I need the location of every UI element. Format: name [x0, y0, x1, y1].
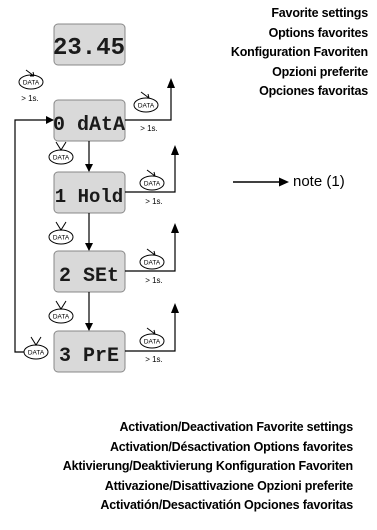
lcd-menu-pre-display: 3 PrE [53, 330, 126, 373]
lcd-menu-hold-text: 1 Hold [55, 186, 123, 208]
footer-line-italian: Attivazione/Disattivazione Opzioni prefe… [104, 478, 353, 493]
lcd-time-text: 23.45 [53, 35, 125, 62]
title-german: Konfiguration Favoriten [230, 45, 368, 59]
data-key-label: DATA [53, 155, 70, 162]
note-arrow-icon [233, 177, 289, 187]
data-key-press-return: DATA [23, 336, 49, 360]
footer-line-german: Aktivierung/Deaktivierung Konfiguration … [62, 459, 353, 473]
title-french: Options favorites [268, 25, 369, 40]
data-key-label: DATA [53, 314, 70, 321]
data-key-label: DATA [144, 181, 161, 188]
lcd-time-display: 23.45 [53, 23, 126, 66]
data-key-press-3: DATA [48, 300, 74, 324]
lcd-menu-hold-display: 1 Hold [53, 171, 126, 214]
data-key-hold-1: DATA > 1s. [133, 91, 159, 133]
data-key-hold-2: DATA > 1s. [139, 169, 165, 206]
note-label: note (1) [293, 173, 345, 190]
data-key-long-press: DATA > 1s. [18, 69, 44, 103]
data-key-hold-4: DATA > 1s. [139, 327, 165, 364]
data-key-label: DATA [138, 103, 155, 110]
lcd-menu-data-display: 0 dAtA [53, 99, 126, 142]
data-key-label: DATA [23, 80, 40, 87]
hold-duration-label: > 1s. [145, 197, 163, 206]
data-key-press-2: DATA [48, 221, 74, 245]
footer-line-french: Activation/Désactivation Options favorit… [109, 439, 353, 454]
hold-arrow-heads [167, 78, 179, 313]
data-key-hold-3: DATA > 1s. [139, 248, 165, 285]
hold-duration-label: > 1s. [145, 276, 163, 285]
header-titles: Favorite settings Options favorites Konf… [231, 4, 368, 102]
lcd-menu-data-text: 0 dAtA [53, 114, 125, 137]
footer-descriptions: Activation/Deactivation Favorite setting… [63, 418, 353, 516]
hold-arrows [125, 85, 176, 352]
hold-duration-label: > 1s. [21, 94, 39, 103]
footer-line-spanish: Activatión/Desactivatión Opciones favori… [100, 498, 353, 512]
data-key-label: DATA [53, 235, 70, 242]
lcd-menu-set-text: 2 SEt [59, 265, 119, 288]
lcd-menu-pre-text: 3 PrE [59, 345, 119, 368]
data-key-label: DATA [144, 260, 161, 267]
data-key-label: DATA [144, 339, 161, 346]
data-key-press-1: DATA [48, 141, 74, 165]
footer-line-english: Activation/Deactivation Favorite setting… [119, 420, 353, 434]
title-italian: Opzioni preferite [272, 64, 368, 79]
lcd-menu-set-display: 2 SEt [53, 250, 126, 293]
data-key-label: DATA [28, 350, 45, 357]
hold-duration-label: > 1s. [145, 355, 163, 364]
title-english: Favorite settings [271, 6, 368, 20]
title-spanish: Opciones favoritas [259, 84, 368, 98]
hold-duration-label: > 1s. [140, 124, 158, 133]
